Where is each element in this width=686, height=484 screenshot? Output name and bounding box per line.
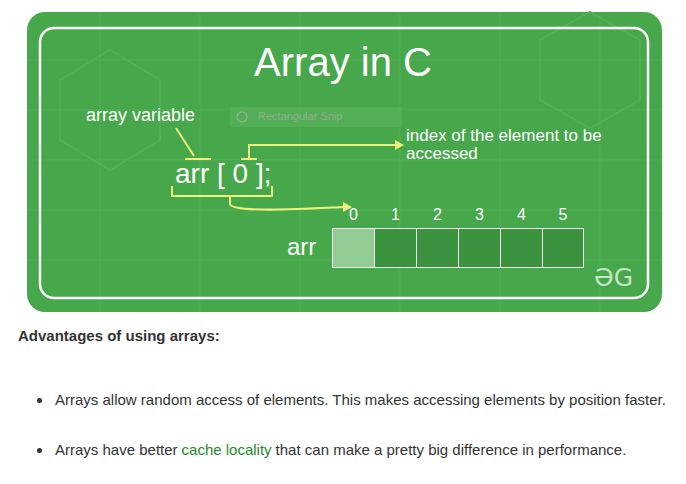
array-cell: 3 bbox=[458, 228, 501, 268]
snip-icon bbox=[237, 112, 247, 122]
index-number: 1 bbox=[375, 206, 416, 224]
pointer-lines bbox=[172, 128, 396, 210]
array-cell: 2 bbox=[416, 228, 459, 268]
variable-note: array variable bbox=[86, 105, 195, 126]
bullet-text: that can make a pretty big difference in… bbox=[276, 441, 627, 458]
bullet-text: Arrays allow random access of elements. … bbox=[55, 388, 670, 412]
section-heading: Advantages of using arrays: bbox=[18, 327, 220, 344]
link-text: cache locality bbox=[182, 441, 272, 458]
diagram-title: Array in C bbox=[0, 40, 686, 85]
array-cell: 1 bbox=[374, 228, 417, 268]
hexagon-decor bbox=[540, 12, 640, 128]
bullet-dot bbox=[37, 398, 42, 403]
array-cell: 5 bbox=[542, 228, 584, 268]
arrow-head bbox=[395, 140, 404, 150]
index-note: index of the element to be accessed bbox=[406, 127, 606, 163]
array-cell: 0 bbox=[332, 228, 375, 268]
index-number: 2 bbox=[417, 206, 458, 224]
site-logo: ƏG bbox=[594, 263, 633, 292]
index-number: 4 bbox=[501, 206, 542, 224]
index-number: 3 bbox=[459, 206, 500, 224]
code-expression: arr [ 0 ]; bbox=[175, 158, 271, 190]
array-name: arr bbox=[287, 233, 316, 261]
index-number: 5 bbox=[543, 206, 583, 224]
array-cell: 4 bbox=[500, 228, 543, 268]
snip-watermark-text: Rectangular Snip bbox=[258, 110, 342, 122]
bullet-dot bbox=[37, 448, 42, 453]
bullet-paragraph: Arrays have bettercache localitythat can… bbox=[55, 438, 683, 462]
bullet-text: Arrays have better bbox=[55, 441, 178, 458]
snip-watermark bbox=[230, 107, 402, 127]
index-number: 0 bbox=[333, 206, 374, 224]
